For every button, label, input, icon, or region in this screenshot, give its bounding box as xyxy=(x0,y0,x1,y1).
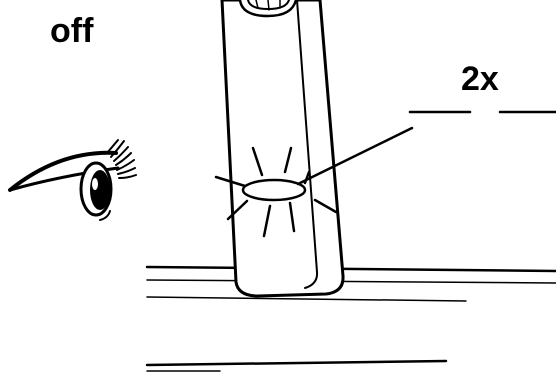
leader-line xyxy=(296,126,414,186)
indicator-light-icon xyxy=(214,146,338,238)
glow-rays xyxy=(214,146,338,238)
bottom-line xyxy=(145,359,448,372)
status-label: off xyxy=(50,12,94,50)
blink-count-label: 2x xyxy=(461,60,499,98)
eyelashes xyxy=(106,139,137,179)
faucet-icon xyxy=(220,0,345,298)
countertop-lines xyxy=(145,265,556,302)
eye-icon xyxy=(8,139,137,221)
